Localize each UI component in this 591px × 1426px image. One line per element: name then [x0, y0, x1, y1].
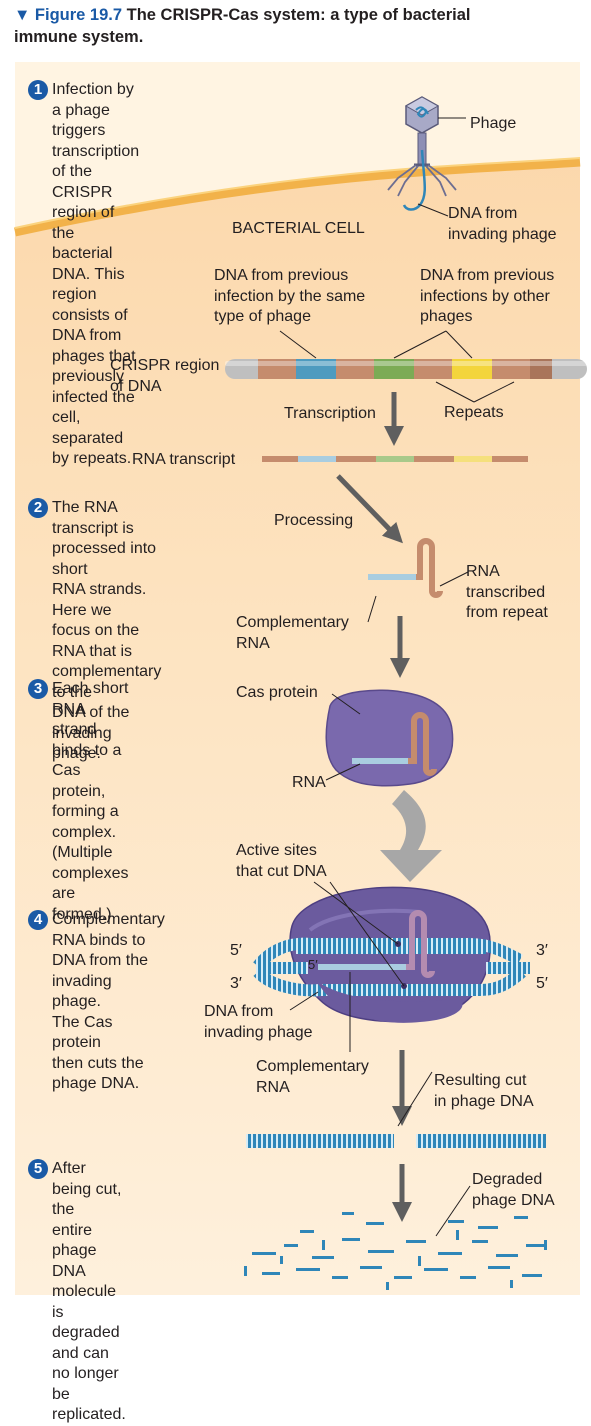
extracellular-region — [15, 62, 580, 232]
figure-title: ▼ Figure 19.7 The CRISPR-Cas system: a t… — [14, 4, 574, 48]
invading-dna-label: DNA from invading phage — [448, 205, 557, 243]
step-4-number: 4 — [28, 910, 48, 930]
processed-rna — [367, 538, 469, 623]
five-prime-right: 5′ — [536, 975, 548, 992]
cas-dna-complex — [253, 881, 530, 1052]
cut-dna-left — [246, 1134, 394, 1148]
active-sites-label: Active sites that cut DNA — [236, 842, 327, 880]
step-5-number: 5 — [28, 1159, 48, 1179]
dna-previous-same-label: DNA from previous infection by the same … — [214, 267, 366, 325]
figure-number: ▼ Figure 19.7 — [14, 6, 123, 24]
cas-protein-label: Cas protein — [236, 684, 318, 701]
figure-title-text: The CRISPR-Cas system: a type of bacteri… — [126, 6, 471, 24]
bacterial-cell-label: BACTERIAL CELL — [232, 220, 365, 237]
crispr-region-label: CRISPR region of DNA — [110, 357, 220, 395]
phage-icon — [387, 96, 466, 217]
three-prime-left: 3′ — [230, 975, 242, 992]
step-5-text: After being cut, the entire phage DNA mo… — [52, 1160, 126, 1423]
step-1-number: 1 — [28, 80, 48, 100]
phage-label: Phage — [470, 115, 517, 132]
step-3-text: Each short RNA strand binds to a Cas pro… — [52, 680, 129, 923]
rna-transcript-label: RNA transcript — [132, 451, 236, 468]
step-4-text: Complementary RNA binds to DNA from the … — [52, 911, 165, 1092]
rna-label: RNA — [292, 774, 326, 791]
cas-protein-complex — [325, 689, 454, 787]
three-prime-right: 3′ — [536, 942, 548, 959]
step-2-text: The RNA transcript is processed into sho… — [52, 499, 162, 762]
complex-arrow — [380, 790, 442, 882]
degraded-dna-fragments — [244, 1212, 547, 1290]
transcription-label: Transcription — [284, 405, 376, 422]
repeats-label: Repeats — [444, 404, 504, 421]
five-prime-inner: 5′ — [308, 957, 318, 972]
complementary-rna-label: Complementary RNA — [236, 614, 349, 652]
step-2-number: 2 — [28, 498, 48, 518]
figure-panel — [15, 62, 580, 1295]
rna-from-repeat-label: RNA transcribed from repeat — [466, 563, 548, 621]
degraded-dna-label: Degraded phage DNA — [472, 1171, 555, 1209]
processing-label: Processing — [274, 512, 354, 529]
crispr-dna-strand — [225, 359, 587, 379]
crispr-diagram — [14, 62, 587, 1290]
five-prime-left: 5′ — [230, 942, 242, 959]
step-1-text: Infection by a phage triggers transcript… — [52, 81, 140, 467]
rna-transcript — [262, 456, 528, 462]
figure-title-line2: immune system. — [14, 28, 144, 46]
resulting-cut-label: Resulting cut in phage DNA — [434, 1072, 534, 1110]
step-3-number: 3 — [28, 679, 48, 699]
dna-previous-other-label: DNA from previous infections by other ph… — [420, 267, 555, 325]
cut-dna-right — [416, 1134, 546, 1148]
complementary-rna-label-2: Complementary RNA — [256, 1058, 369, 1096]
invading-dna-label-2: DNA from invading phage — [204, 1003, 313, 1041]
cell-membrane — [14, 157, 581, 237]
